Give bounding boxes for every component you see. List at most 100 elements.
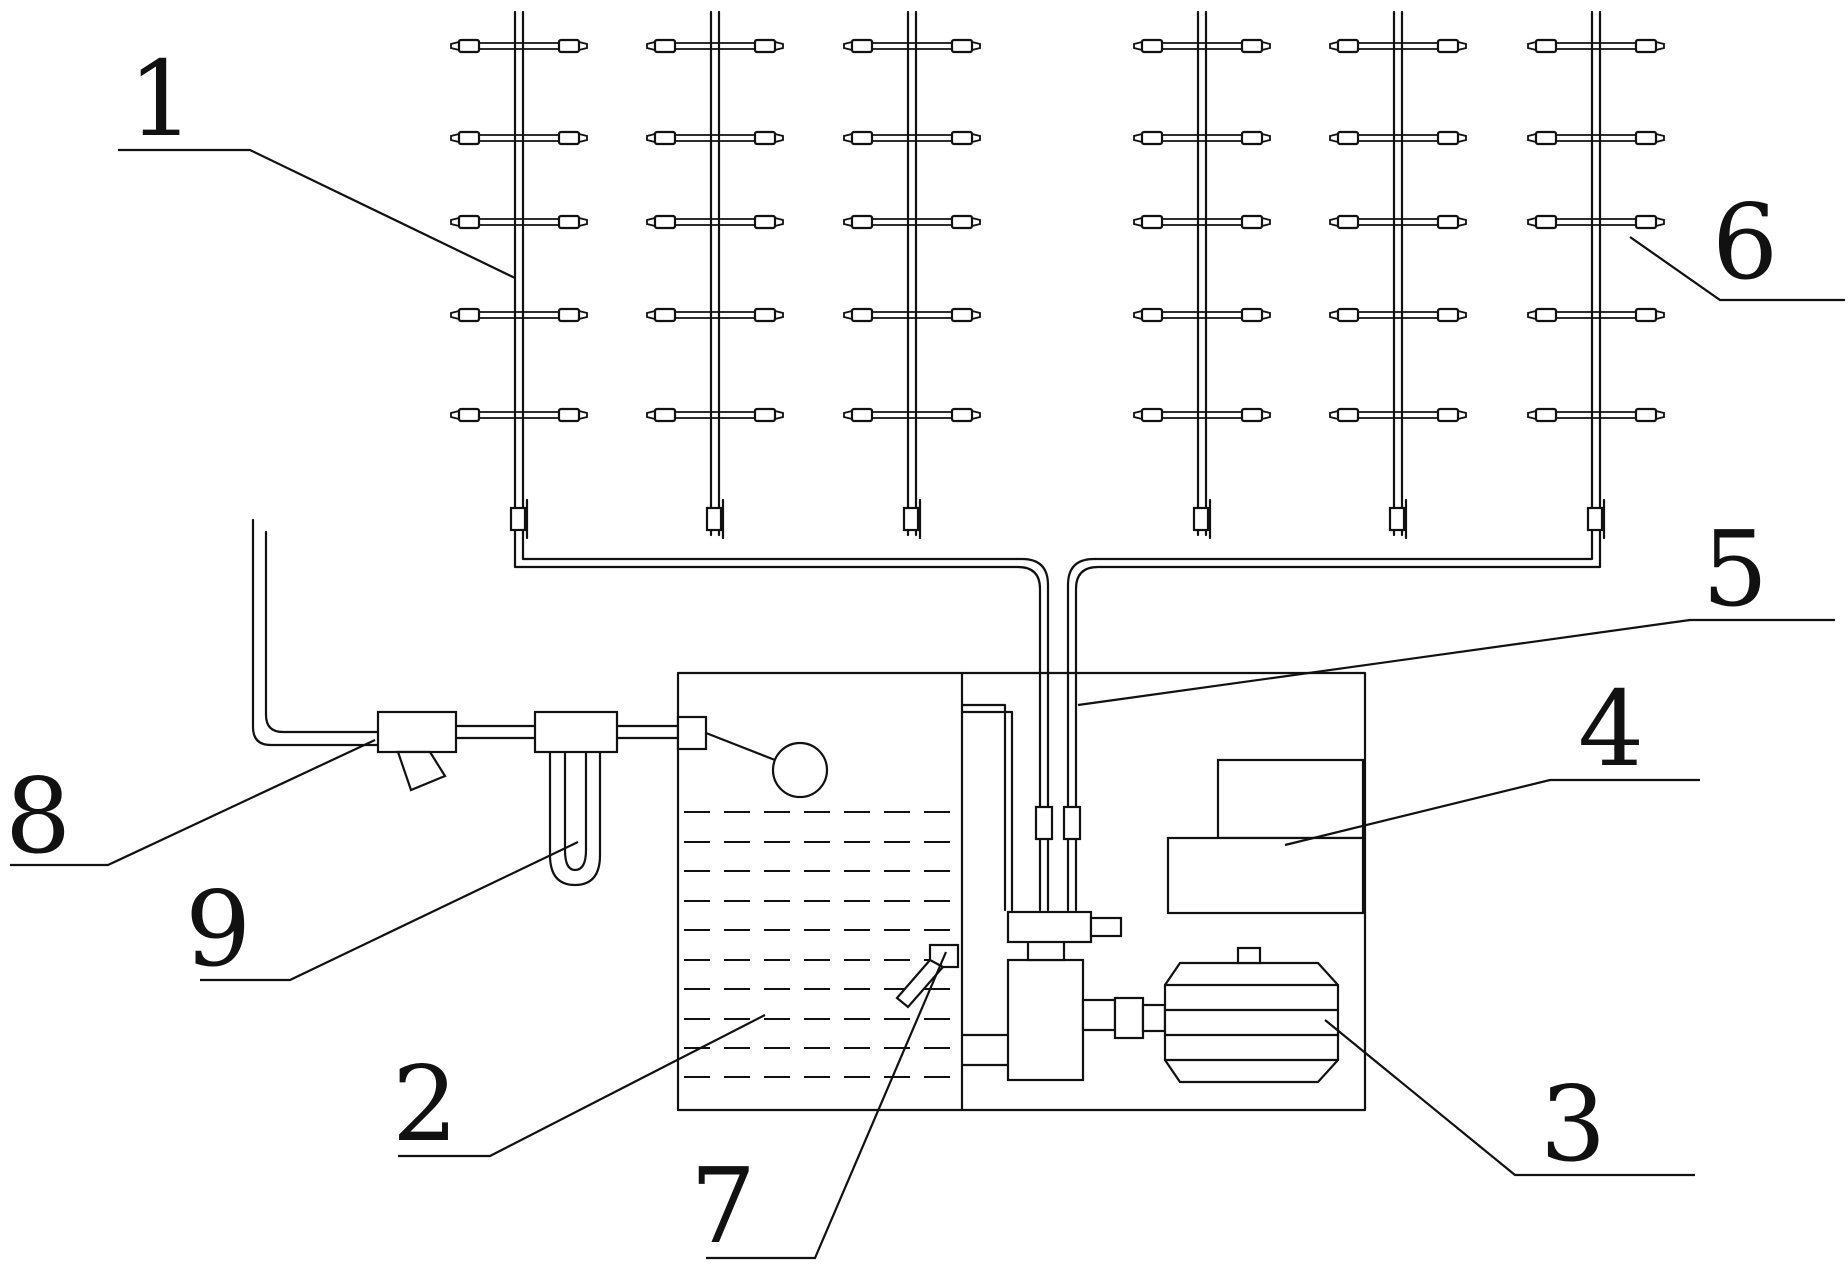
nozzle-tip-icon [774,41,784,51]
nozzle-icon [1634,130,1658,146]
nozzle-tip-icon [1261,133,1271,143]
nozzle-icon [1336,38,1360,54]
label-6: 6 [1712,181,1778,303]
nozzle-tip-icon [1527,41,1537,51]
water-tank [676,671,1367,1112]
nozzle-icon [1240,307,1264,323]
nozzle-icon [1240,130,1264,146]
nozzle-icon [850,38,874,54]
nozzle-icon [1634,38,1658,54]
nozzle-tip-icon [578,41,588,51]
nozzle-icon [753,130,777,146]
nozzle-tip-icon [843,217,853,227]
nozzle-tip-icon [1527,410,1537,420]
nozzle-icon [950,214,974,230]
control-box [1166,758,1365,915]
filter-valve [376,710,458,754]
nozzle-tip-icon [646,41,656,51]
nozzle-icon [950,307,974,323]
nozzle-icon [850,130,874,146]
nozzle-tip-icon [1329,217,1339,227]
nozzle-tip-icon [1457,410,1467,420]
nozzle-tip-icon [1457,217,1467,227]
nozzle-icon [1534,307,1558,323]
nozzle-icon [557,407,581,423]
nozzle-icon [1534,214,1558,230]
nozzle-tip-icon [646,217,656,227]
nozzle-tip-icon [843,310,853,320]
nozzle-tip-icon [578,410,588,420]
float-valve [676,715,829,799]
nozzle-tip-icon [971,217,981,227]
pump-unit [960,910,1167,1082]
nozzle-tip-icon [971,310,981,320]
nozzle-tip-icon [1133,217,1143,227]
nozzle-tip-icon [1527,217,1537,227]
nozzle-icon [1140,130,1164,146]
nozzle-tip-icon [1655,410,1665,420]
nozzle-tip-icon [450,410,460,420]
label-7: 7 [690,1145,756,1267]
column-valve-icon [509,506,527,532]
nozzle-tip-icon [971,41,981,51]
nozzle-icon [1140,38,1164,54]
nozzle-tip-icon [1261,41,1271,51]
nozzle-tip-icon [1261,410,1271,420]
riser-valve-right [1062,805,1082,841]
nozzle-icon [1436,130,1460,146]
nozzle-icon [557,214,581,230]
nozzle-icon [1140,307,1164,323]
nozzle-tip-icon [843,133,853,143]
nozzle-icon [457,407,481,423]
nozzle-icon [753,214,777,230]
nozzle-icon [1436,38,1460,54]
nozzle-tip-icon [646,133,656,143]
nozzle-tip-icon [1457,133,1467,143]
nozzle-tip-icon [1527,133,1537,143]
nozzle-tip-icon [1329,410,1339,420]
nozzle-icon [1634,307,1658,323]
nozzle-icon [950,407,974,423]
water-body [684,811,958,1078]
nozzle-icon [457,307,481,323]
nozzle-tip-icon [774,310,784,320]
nozzle-icon [950,130,974,146]
manifold-head [1006,910,1093,944]
nozzle-tip-icon [971,410,981,420]
nozzle-icon [1336,407,1360,423]
nozzle-tip-icon [971,133,981,143]
riser-valve-left [1034,805,1054,841]
nozzle-tip-icon [1261,310,1271,320]
spray-column-2 [646,10,784,540]
column-valve-icon [1586,506,1604,532]
label-9: 9 [185,868,251,990]
column-valve-icon [1388,506,1406,532]
nozzle-tip-icon [1457,310,1467,320]
nozzle-icon [1436,407,1460,423]
riser-pipes [1034,805,1082,912]
label-1: 1 [128,38,194,160]
nozzle-icon [457,130,481,146]
trap-fitting [533,710,619,754]
nozzle-icon [753,407,777,423]
nozzle-tip-icon [1133,41,1143,51]
nozzle-icon [850,307,874,323]
nozzle-icon [653,130,677,146]
right-manifold [1066,533,1602,837]
nozzle-icon [950,38,974,54]
nozzle-tip-icon [1655,310,1665,320]
pump-body [1006,958,1085,1082]
nozzle-icon [457,214,481,230]
nozzle-tip-icon [646,310,656,320]
nozzle-tip-icon [1655,41,1665,51]
label-4: 4 [1578,668,1644,790]
nozzle-icon [557,307,581,323]
nozzle-tip-icon [450,217,460,227]
nozzle-tip-icon [578,217,588,227]
nozzle-tip-icon [774,133,784,143]
spray-column-6 [1527,10,1665,540]
nozzle-icon [653,38,677,54]
motor-unit [1163,946,1340,1084]
nozzle-tip-icon [578,310,588,320]
